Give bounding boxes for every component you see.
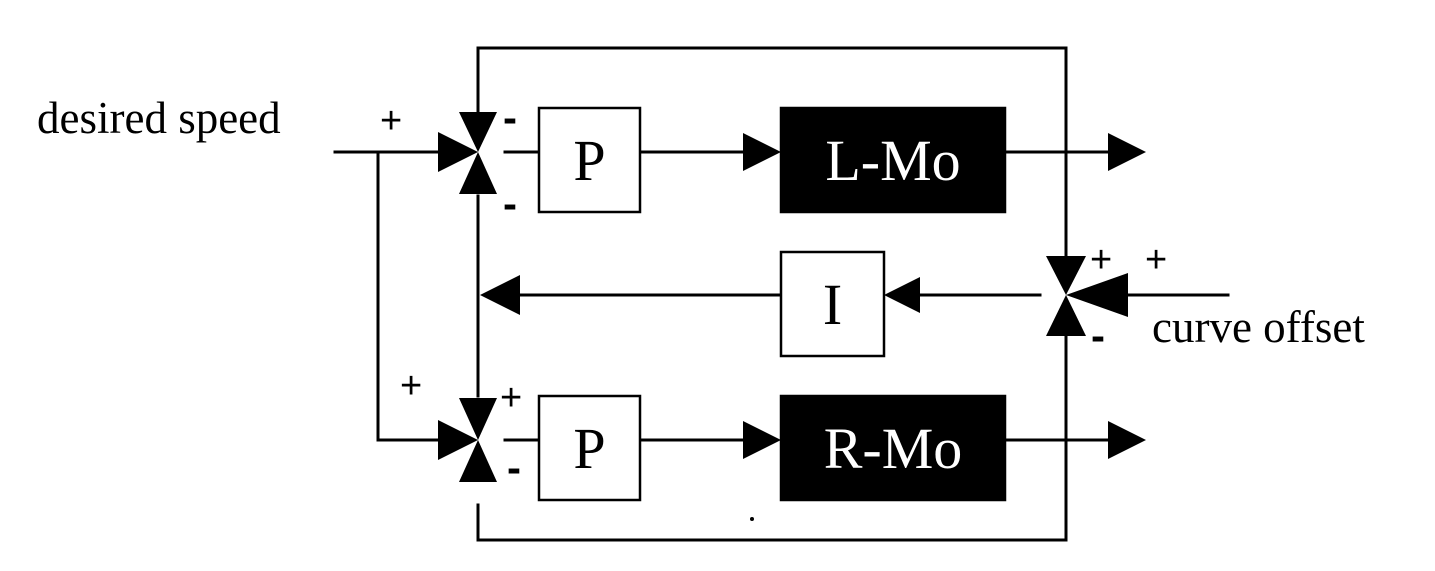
- arrow-left-icon: [884, 277, 920, 313]
- block-p-bottom: P: [537, 394, 642, 502]
- arrow-right-icon: [1108, 133, 1146, 171]
- sign-minus: -: [1091, 312, 1105, 359]
- junction-input-top-icon: [459, 398, 497, 440]
- arrow-right-icon: [743, 133, 781, 171]
- block-label: P: [573, 128, 605, 193]
- block-l-mo: L-Mo: [779, 106, 1007, 214]
- junction-input-top-icon: [459, 112, 497, 152]
- sign-minus: -: [503, 94, 517, 141]
- arrow-left-icon: [480, 275, 520, 315]
- sign-plus: +: [400, 365, 422, 407]
- block-label: I: [823, 272, 842, 337]
- signal-wires: [333, 46, 1230, 542]
- block-p-top: P: [537, 106, 642, 214]
- junction-input-bottom-icon: [1046, 295, 1086, 336]
- junction-input-right-icon: [1066, 273, 1128, 317]
- arrow-right-icon: [1108, 421, 1146, 459]
- block-label: L-Mo: [825, 128, 960, 193]
- junction-input-bottom-icon: [459, 152, 497, 194]
- sign-labels: + - - + + - + + -: [380, 94, 1167, 491]
- block-label: R-Mo: [824, 416, 963, 481]
- sign-plus: +: [500, 377, 522, 419]
- desired-speed-branch: [376, 150, 442, 442]
- curve-offset-label: curve offset: [1152, 302, 1365, 352]
- block-r-mo: R-Mo: [779, 394, 1007, 502]
- summing-junction-bottom: [438, 398, 497, 482]
- outer-feedback-loop: [476, 46, 1068, 154]
- sign-minus: -: [507, 444, 521, 491]
- arrowheads: [480, 133, 1146, 459]
- bottom-feedback-loop: [476, 438, 1068, 542]
- desired-speed-label: desired speed: [37, 93, 281, 143]
- sign-minus: -: [503, 180, 517, 227]
- junction-input-top-icon: [1046, 256, 1086, 295]
- summing-junction-top: [438, 112, 497, 194]
- junction-input-left-icon: [438, 420, 478, 460]
- sign-plus: +: [380, 100, 402, 142]
- block-label: P: [573, 416, 605, 481]
- sign-plus: +: [1090, 239, 1112, 281]
- summing-junction-right: [1046, 256, 1128, 336]
- scan-speck: [750, 517, 754, 521]
- junction-input-left-icon: [438, 132, 478, 172]
- junction-input-bottom-icon: [459, 440, 497, 482]
- arrow-right-icon: [743, 421, 781, 459]
- sign-plus: +: [1145, 239, 1167, 281]
- block-integrator: I: [779, 250, 886, 358]
